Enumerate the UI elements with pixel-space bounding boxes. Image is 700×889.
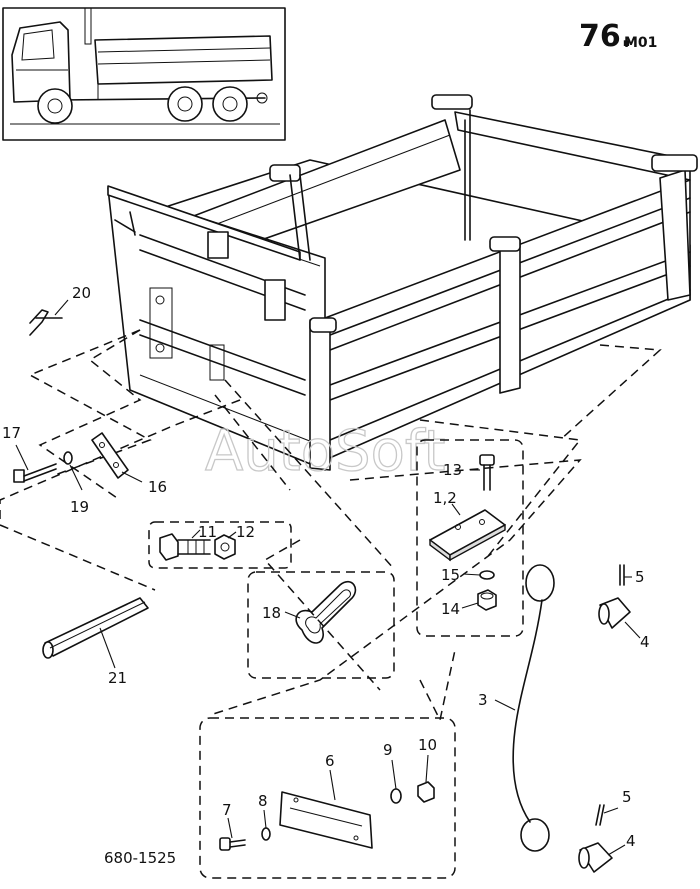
part-washer-9	[390, 759, 402, 804]
callout-10: 10	[418, 736, 437, 754]
callout-16: 16	[148, 478, 167, 496]
part-nut-10	[417, 754, 435, 803]
dashed-leaders	[0, 329, 662, 723]
page-number: 76.	[579, 19, 632, 54]
part-nut-14	[461, 589, 497, 611]
part-nut-12	[214, 531, 237, 560]
part-pin-5-upper	[619, 564, 632, 586]
callout-15: 15	[441, 566, 460, 584]
part-washer-19	[63, 451, 83, 491]
callout-5-lower: 5	[622, 788, 632, 806]
group-box-plate	[416, 439, 524, 637]
group-box-bolt-nut	[148, 521, 292, 569]
part-sleeve-4-lower	[578, 842, 626, 873]
callout-13: 13	[443, 461, 462, 479]
callout-5-upper: 5	[635, 568, 645, 586]
part-screw-7	[219, 817, 246, 851]
part-screw-13	[470, 454, 495, 491]
part-hinge-plate-16	[91, 432, 143, 483]
part-plate-1-2	[429, 503, 506, 562]
drawing-number: 680-1525	[104, 849, 176, 867]
group-box-clip	[247, 571, 395, 679]
callout-14: 14	[441, 600, 460, 618]
part-washer-15	[462, 570, 495, 580]
part-pin-21	[42, 597, 149, 669]
part-bolt-11	[159, 529, 211, 561]
callout-19: 19	[70, 498, 89, 516]
callout-8: 8	[258, 792, 268, 810]
callout-21: 21	[108, 669, 127, 687]
cargo-body-drawing	[107, 94, 698, 471]
callout-4-upper: 4	[640, 633, 650, 651]
callout-7: 7	[222, 801, 232, 819]
part-washer-8	[261, 809, 271, 841]
callout-4-lower: 4	[626, 832, 636, 850]
page-suffix: M01	[624, 35, 657, 51]
callout-12: 12	[236, 523, 255, 541]
part-clip-18	[284, 580, 357, 644]
watermark: AutoSoft	[205, 419, 446, 484]
group-box-reflector	[199, 717, 456, 879]
callout-17: 17	[2, 424, 21, 442]
truck-inset	[2, 7, 286, 141]
part-reflector-6	[279, 769, 373, 849]
callout-20: 20	[72, 284, 91, 302]
callout-1-2: 1,2	[433, 489, 457, 507]
callout-6: 6	[325, 752, 335, 770]
callout-18: 18	[262, 604, 281, 622]
part-sleeve-4-upper	[598, 597, 641, 639]
part-wire-rope-3	[494, 564, 555, 852]
part-handle	[29, 299, 69, 336]
callout-3: 3	[478, 691, 488, 709]
part-bolt-17	[13, 444, 57, 483]
part-pin-5-lower	[595, 804, 619, 826]
callout-9: 9	[383, 741, 393, 759]
callout-11: 11	[198, 523, 217, 541]
